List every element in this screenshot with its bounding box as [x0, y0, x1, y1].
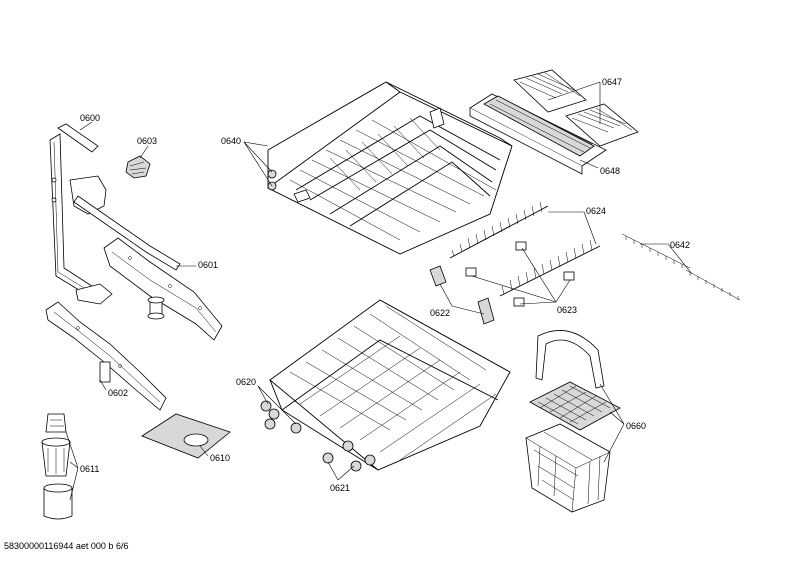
- label-0601: 0601: [198, 260, 218, 270]
- label-0642: 0642: [670, 240, 690, 250]
- label-0600: 0600: [80, 113, 100, 123]
- lower-basket[interactable]: [269, 299, 511, 471]
- label-0648: 0648: [600, 166, 620, 176]
- label-0621: 0621: [330, 483, 350, 493]
- part-0623-clips[interactable]: [465, 241, 575, 307]
- label-0620: 0620: [236, 377, 256, 387]
- part-0660-cutlery-basket[interactable]: [525, 330, 621, 513]
- label-0602: 0602: [108, 388, 128, 398]
- part-0610-filter-plate[interactable]: [141, 413, 231, 459]
- label-0647: 0647: [602, 77, 622, 87]
- part-0624-tine-rows[interactable]: [449, 201, 601, 297]
- part-number-labels: 0600 0603 0601 0602 0611 0610 0640 0647 …: [80, 77, 690, 493]
- label-0624: 0624: [586, 206, 606, 216]
- spray-arm-hub[interactable]: [147, 296, 165, 320]
- part-0600-supply-tube[interactable]: [49, 123, 181, 305]
- part-0647-rack-inserts[interactable]: [513, 69, 639, 147]
- leader-lines: [65, 81, 693, 501]
- part-0622-holders[interactable]: [429, 265, 495, 325]
- part-0640-upper-basket[interactable]: [267, 81, 513, 255]
- label-0640: 0640: [221, 136, 241, 146]
- label-0603: 0603: [137, 136, 157, 146]
- part-0621-wheels[interactable]: [322, 440, 376, 472]
- label-0611: 0611: [80, 464, 99, 474]
- part-0611-filter-set[interactable]: [41, 413, 73, 520]
- document-id-footer: 58300000116944 aet 000 b 6/6: [4, 541, 129, 551]
- label-0622: 0622: [430, 308, 450, 318]
- label-0610: 0610: [210, 453, 230, 463]
- label-0623: 0623: [557, 305, 577, 315]
- part-0620-wheels[interactable]: [260, 400, 302, 434]
- part-0602-lower-spray-arm[interactable]: [45, 301, 167, 411]
- part-0601-upper-spray-arm[interactable]: [103, 237, 223, 341]
- part-0642-tine-strips[interactable]: [621, 233, 741, 301]
- part-0648-cutlery-tray[interactable]: [469, 93, 607, 175]
- part-0603-nozzle[interactable]: [125, 155, 151, 179]
- label-0660: 0660: [626, 421, 646, 431]
